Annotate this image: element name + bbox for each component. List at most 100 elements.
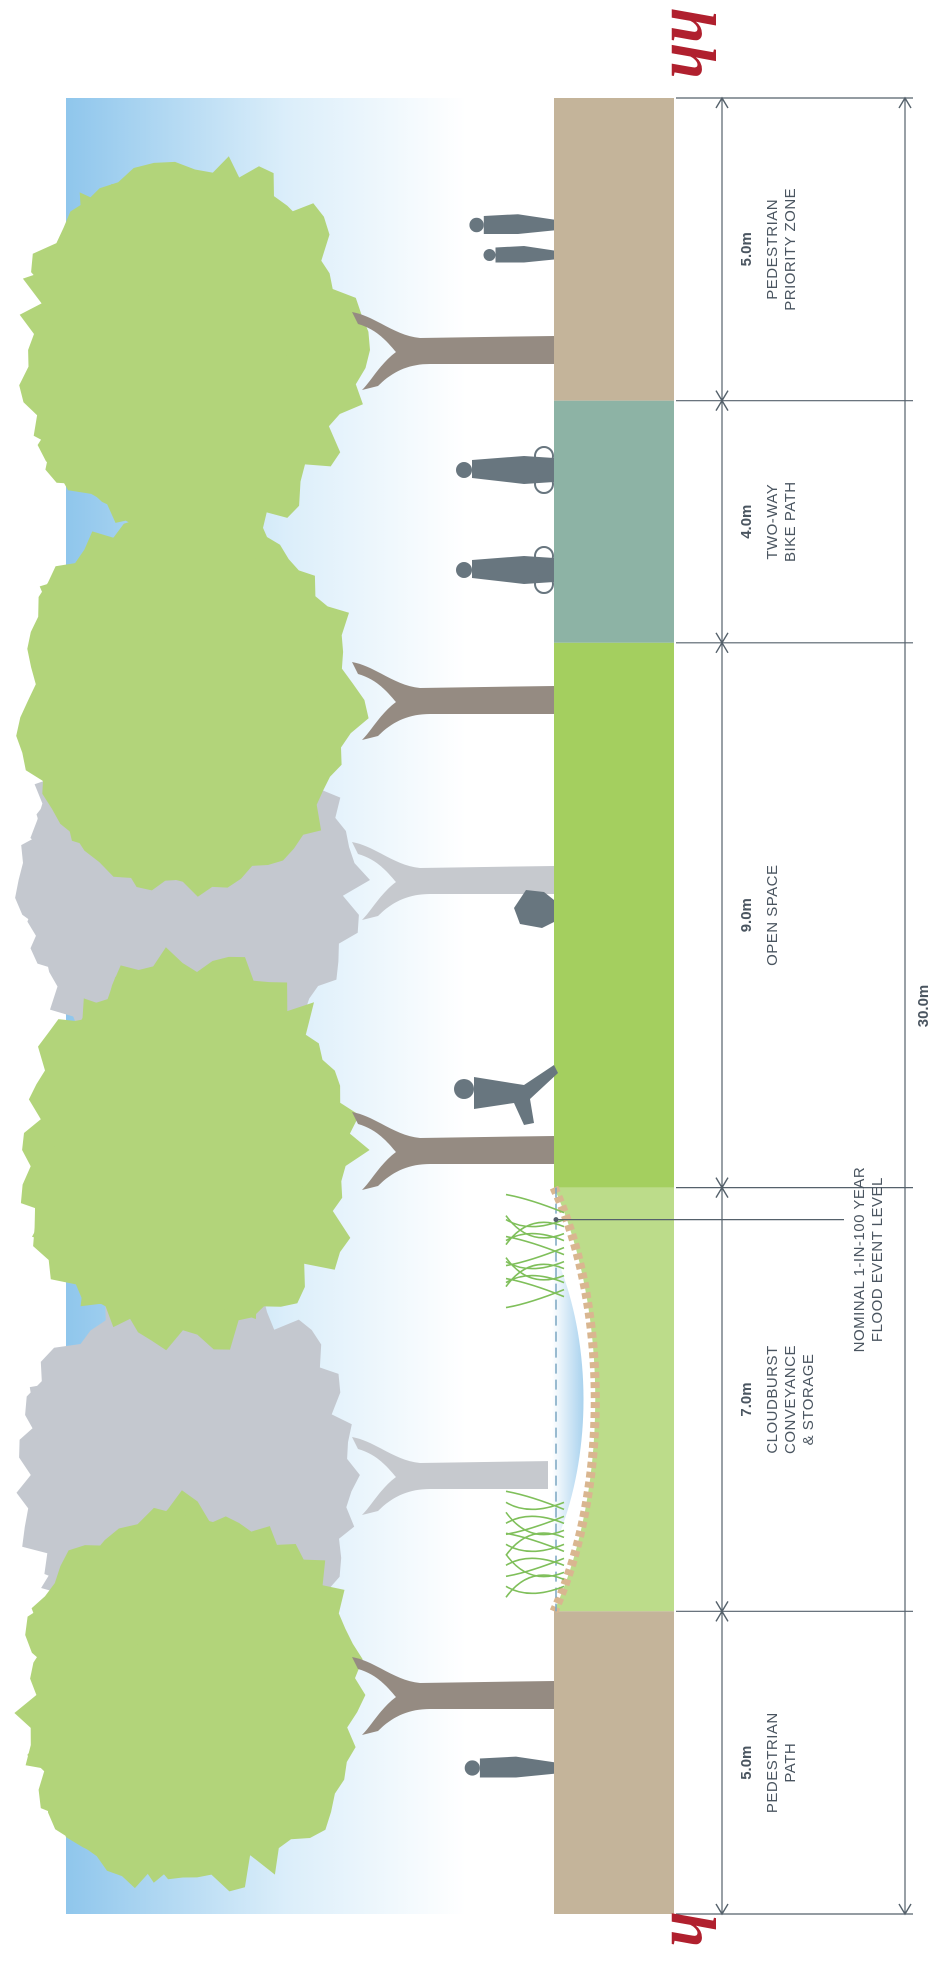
grass-blade [505,1574,565,1598]
body [483,214,554,234]
swale-rocks [549,1185,600,1614]
grass-blade [505,1532,565,1556]
head [454,1079,474,1099]
swale-water [552,1247,584,1552]
trunk [352,1657,554,1735]
pedestrian-figure [464,1756,554,1778]
pedestrian-figure [483,246,554,263]
zone-name-line: PRIORITY ZONE [782,188,799,311]
child-playing-figure [454,1065,558,1125]
zone-name-line: CONVEYANCE [782,1345,799,1454]
tree [14,1490,554,1892]
zone-width: 5.0m [738,232,755,266]
grass-blade [505,1515,565,1525]
grass-blade [505,1274,565,1284]
arrowhead [715,96,729,109]
dog-figure [514,890,554,928]
arrowhead [715,399,729,412]
brand-mark-bottom: h [658,1912,729,1948]
total-width-label: 30.0m [915,985,932,1028]
grass-blade [505,1246,565,1267]
grass-blade [505,1557,565,1567]
wheel [534,474,554,494]
cyclist-figure [456,446,554,494]
flood-note-line: NOMINAL 1-IN-100 YEAR [851,1167,868,1353]
tree [20,947,554,1351]
grass-blade [505,1585,565,1595]
body [472,456,554,484]
canopy-lobe [33,1084,325,1328]
zone-width: 9.0m [738,898,755,932]
head [469,217,484,233]
arrowhead [898,1903,912,1916]
total-width: 30.0m [915,985,932,1028]
grass-blade [505,1490,565,1511]
grass-blade [505,1232,565,1242]
grass-blade [505,1501,565,1511]
zone-name-line: & STORAGE [800,1354,817,1446]
flood-note-line: FLOOD EVENT LEVEL [869,1177,886,1342]
grass-blade [505,1215,565,1239]
zone-width: 4.0m [738,505,755,539]
tree [16,500,554,897]
arrowhead [715,641,729,654]
trunk [352,1112,554,1190]
cloudburst-swale [505,1185,600,1614]
arrowhead [715,1186,729,1198]
head [483,249,496,261]
zone-width: 5.0m [738,1746,755,1780]
foreground-trees [14,156,554,1892]
zone-pedestrian-priority [554,98,674,401]
grass-blade [505,1277,565,1298]
canopy-lobe [42,632,320,882]
arrowhead [715,1903,729,1916]
flood-leader-dot [553,1217,559,1223]
grass-blade [505,1257,565,1281]
wheel [534,446,554,466]
body [472,556,554,584]
grass-blade [505,1263,565,1288]
trunk [352,1437,554,1515]
wheel [534,574,554,594]
grass-blade [505,1221,565,1246]
canopy-lobe [37,287,318,538]
pedestrian-figure [469,214,554,234]
zone-name-line: PEDESTRIAN [764,1712,781,1813]
wheel [534,546,554,566]
grass-blade [505,1193,565,1214]
zone-name-line: OPEN SPACE [764,864,781,965]
zone-name-line: TWO-WAY [764,484,781,560]
brand-mark-top: hh [658,8,729,79]
dog-body [514,890,554,928]
zone-name-line: PATH [782,1743,799,1783]
head [456,562,472,578]
grass-blade [505,1515,565,1536]
ground-zones [554,98,674,1914]
canopy-lobe [27,1632,324,1883]
grass-blade [505,1288,565,1309]
grass-blade [505,1557,565,1578]
people-figures [454,214,558,1778]
trunk [352,312,554,390]
zone-label-open-space: 9.0m OPEN SPACE [738,864,781,965]
zone-open-space [554,642,674,1188]
grass-blade [505,1235,565,1256]
zone-bike-path [554,400,674,643]
cyclist-figure [456,546,554,594]
head [456,462,472,478]
body [474,1065,558,1125]
zone-name-line: PEDESTRIAN [764,199,781,300]
dimension-lines [676,96,913,1916]
zone-name-line: BIKE PATH [782,481,799,562]
grass-blade [505,1543,565,1553]
zone-name-line: CLOUDBURST [764,1345,781,1453]
trunk [352,662,554,740]
head [464,1760,480,1776]
body [479,1756,554,1778]
